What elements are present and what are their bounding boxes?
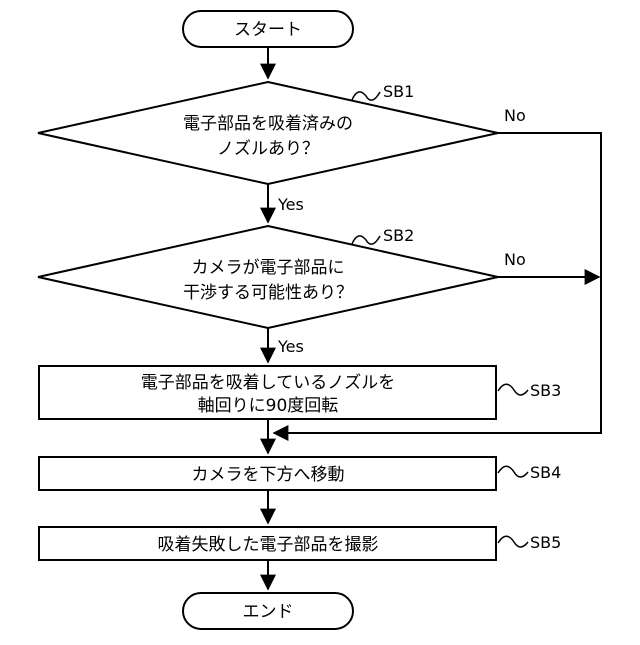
ref-sb3: SB3 xyxy=(530,381,561,400)
edge-sb1-no-label: No xyxy=(504,106,526,125)
process-sb4-label: カメラを下方へ移動 xyxy=(192,465,345,485)
end-terminator: エンド xyxy=(183,593,353,629)
edge-sb2-yes-label: Yes xyxy=(277,337,304,356)
decision-sb2-line2: 干渉する可能性あり？ xyxy=(183,283,353,303)
process-sb3-line2: 軸回りに90度回転 xyxy=(198,396,339,416)
ref-sb2: SB2 xyxy=(383,226,414,245)
ref-sb5: SB5 xyxy=(530,533,561,552)
decision-sb1-line1: 電子部品を吸着済みの xyxy=(183,114,353,134)
ref-sb4: SB4 xyxy=(530,463,561,482)
edge-sb2-no-label: No xyxy=(504,250,526,269)
edge-sb1-yes-label: Yes xyxy=(277,195,304,214)
decision-sb1: 電子部品を吸着済みの ノズルあり？ xyxy=(38,82,498,184)
process-sb4: カメラを下方へ移動 xyxy=(39,457,496,490)
start-label: スタート xyxy=(234,20,302,40)
ref-leader-sb2 xyxy=(352,236,380,244)
process-sb5: 吸着失敗した電子部品を撮影 xyxy=(39,527,496,560)
decision-sb1-line2: ノズルあり？ xyxy=(217,139,319,159)
ref-leader-sb5 xyxy=(498,536,528,547)
start-terminator: スタート xyxy=(183,11,353,47)
ref-sb1: SB1 xyxy=(383,82,414,101)
decision-sb2-line1: カメラが電子部品に xyxy=(192,258,345,278)
ref-leader-sb1 xyxy=(352,92,380,100)
process-sb3: 電子部品を吸着しているノズルを 軸回りに90度回転 xyxy=(39,366,496,419)
ref-leader-sb4 xyxy=(498,466,528,477)
process-sb5-label: 吸着失敗した電子部品を撮影 xyxy=(158,535,379,555)
end-label: エンド xyxy=(243,602,294,622)
process-sb3-line1: 電子部品を吸着しているノズルを xyxy=(141,373,396,393)
decision-sb2: カメラが電子部品に 干渉する可能性あり？ xyxy=(38,226,498,328)
ref-leader-sb3 xyxy=(498,384,528,395)
